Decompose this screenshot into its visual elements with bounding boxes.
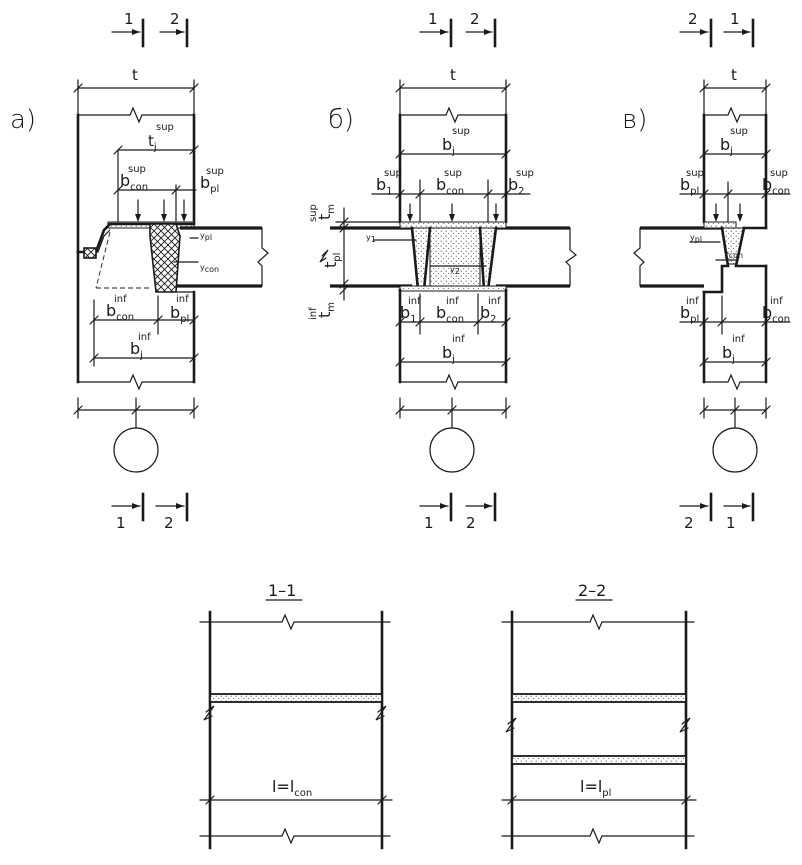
section-label: 2 — [164, 514, 174, 532]
label-bcon-inf: bcon — [762, 303, 790, 325]
section-label: 1 — [424, 514, 434, 532]
panel-letter: б) — [328, 105, 354, 135]
label-b1-sup: b1 — [376, 175, 393, 197]
sup-index: sup — [384, 168, 402, 179]
svg-text:tm: tm — [315, 204, 337, 220]
label-bj-inf: bj — [442, 343, 455, 365]
panel-a: 1 2 а) t tj sup bcon sup bpl sup — [10, 10, 269, 532]
section-label: 1 — [116, 514, 126, 532]
label-tm-inf: tm inf — [308, 302, 337, 320]
sup-index: inf — [770, 296, 783, 307]
label-l-con: l=lcon — [272, 777, 312, 799]
label-y1: y1 — [366, 233, 376, 244]
sup-index: sup — [730, 126, 748, 137]
label-bj-sup: bj — [720, 135, 733, 157]
sup-index: sup — [452, 126, 470, 137]
sup-index: sup — [206, 166, 224, 177]
sup-index: sup — [444, 168, 462, 179]
sup-index: inf — [408, 296, 421, 307]
label-ypl: ypl — [690, 233, 702, 244]
label-bj-inf: bj — [722, 343, 735, 365]
sup-index: inf — [138, 332, 151, 343]
label-bpl-sup: bpl — [680, 175, 699, 197]
dim-t: t — [450, 66, 456, 84]
panel-letter: а) — [10, 105, 36, 135]
section-label: 2 — [466, 514, 476, 532]
section-label: 2 — [688, 10, 698, 28]
sup-index: inf — [452, 334, 465, 345]
dim-t: t — [731, 66, 737, 84]
section-title: 2–2 — [578, 581, 606, 600]
section-marker-top: 1 2 — [419, 10, 497, 48]
section-label: 1 — [726, 514, 736, 532]
axis-bubble — [712, 427, 758, 473]
section-marker-top: 2 1 — [679, 10, 755, 48]
section-label: 2 — [684, 514, 694, 532]
sup-index: inf — [732, 334, 745, 345]
label-b2-inf: b2 — [480, 303, 497, 325]
section-marker-bottom: 1 2 — [419, 492, 497, 532]
label-ycon: ycon — [724, 249, 743, 260]
section-label: 2 — [470, 10, 480, 28]
label-bpl-inf: bpl — [170, 303, 189, 325]
svg-text:sup: sup — [308, 204, 319, 222]
sup-index: inf — [114, 294, 127, 305]
section-title: 1–1 — [268, 581, 296, 600]
section-marker-bottom: 2 1 — [679, 492, 755, 532]
dim-t: t — [132, 66, 138, 84]
axis-bubble — [429, 427, 475, 473]
label-bcon-inf: bcon — [436, 303, 464, 325]
svg-text:inf: inf — [308, 307, 319, 320]
section-label: 1 — [124, 10, 134, 28]
label-ypl: ypl — [200, 231, 212, 242]
sup-index: sup — [128, 164, 146, 175]
label-bcon-sup: bcon — [762, 175, 790, 197]
sup-index: inf — [488, 296, 501, 307]
section-label: 1 — [730, 10, 740, 28]
section-1-1: 1–1 l=lcon — [199, 581, 393, 850]
label-ycon: ycon — [200, 263, 219, 274]
svg-text:tm: tm — [315, 302, 337, 318]
label-tm-sup: tm sup — [308, 204, 337, 222]
label-bj-inf: bj — [130, 339, 143, 361]
sup-index: inf — [176, 294, 189, 305]
label-y2: y2 — [450, 265, 460, 276]
label-bpl-sup: bpl — [200, 173, 219, 195]
label-bcon-inf: bcon — [106, 301, 134, 323]
sup-index: sup — [686, 168, 704, 179]
axis-bubble — [113, 427, 159, 473]
panel-letter: в) — [622, 105, 647, 135]
panel-b: 1 2 б) t bj sup b1 sup bcon sup b2 sup — [308, 10, 577, 532]
section-marker-top: 1 2 — [111, 10, 189, 48]
label-tj-sup: tj — [148, 132, 157, 153]
panel-c: 2 1 в) t bj sup bpl sup bcon sup — [622, 10, 791, 532]
label-bpl-inf: bpl — [680, 303, 699, 325]
svg-text:tpl: tpl — [321, 253, 343, 268]
label-bcon-sup: bcon — [120, 171, 148, 193]
section-marker-bottom: 1 2 — [111, 492, 189, 532]
label-bj-sup: bj — [442, 135, 455, 157]
section-2-2: 2–2 l=lpl — [501, 581, 697, 850]
label-b1-inf: b1 — [400, 303, 417, 325]
label-l-pl: l=lpl — [580, 777, 611, 799]
sup-index: inf — [446, 296, 459, 307]
sup-index: sup — [770, 168, 788, 179]
sup-index: sup — [516, 168, 534, 179]
sup-index: sup — [156, 122, 174, 133]
section-label: 1 — [428, 10, 438, 28]
label-tpl: tpl — [321, 253, 343, 268]
section-label: 2 — [170, 10, 180, 28]
label-b2-sup: b2 — [508, 175, 525, 197]
label-bcon-sup: bcon — [436, 175, 464, 197]
sup-index: inf — [686, 296, 699, 307]
